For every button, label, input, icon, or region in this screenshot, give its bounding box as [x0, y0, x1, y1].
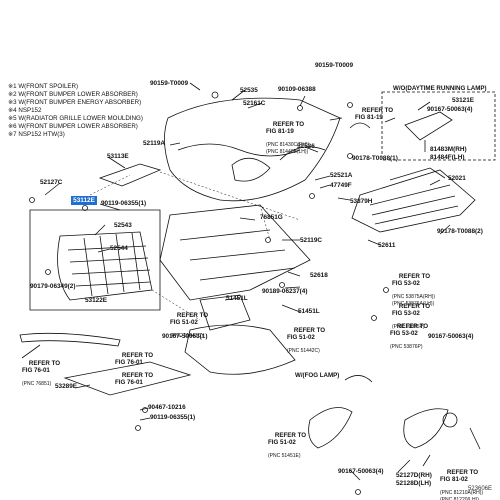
under-cover-shape — [159, 204, 311, 301]
part-label[interactable]: 53289E — [55, 383, 78, 390]
part-label[interactable]: 90467-10216 — [148, 404, 186, 411]
inset-caption: W/(FOG LAMP) — [295, 372, 340, 379]
part-label[interactable]: 52119C — [300, 237, 323, 244]
part-label[interactable]: 90189-06237(4) — [262, 288, 308, 295]
part-label[interactable]: 90179-06349(2) — [30, 283, 76, 290]
refer-callout[interactable]: REFER TO FIG 53-02 (PNC 53876P) — [390, 323, 429, 350]
part-label[interactable]: 51451L — [298, 308, 320, 315]
part-label[interactable]: 52521A — [330, 172, 353, 179]
refer-callout[interactable]: REFER TO FIG 81-19 (PNC 81430C(RH)) (PNC… — [266, 121, 310, 155]
part-label[interactable]: 90178-T0088(2) — [437, 228, 483, 235]
refer-callout[interactable]: REFER TO FIG 51-02 (PNC 51441C) — [170, 312, 209, 339]
highlighted-part-label[interactable]: 53112E — [71, 196, 97, 205]
part-label[interactable]: 90167-50063(4) — [427, 106, 473, 113]
upper-grille-shape — [98, 163, 162, 187]
part-label[interactable]: 53121E — [452, 97, 475, 104]
part-label[interactable]: 52127C — [40, 179, 63, 186]
energy-absorber-shape — [351, 169, 476, 233]
part-label[interactable]: 90119-06355(1) — [150, 414, 196, 421]
part-label[interactable]: 90109-06388 — [278, 86, 316, 93]
part-label[interactable]: 52618 — [310, 272, 328, 279]
legend-item: ※3 W(FRONT BUMPER ENERGY ABSORBER) — [8, 99, 142, 106]
part-label[interactable]: 52127D(RH) — [396, 472, 432, 479]
part-label[interactable]: 90178-T0088(1) — [352, 155, 398, 162]
part-label[interactable]: 53113E — [107, 153, 129, 160]
refer-callout[interactable]: REFER TO FIG 76-01 — [115, 352, 154, 366]
refer-callout[interactable]: REFER TO FIG 76-01 — [115, 372, 154, 386]
fog-bezel-right — [403, 408, 449, 449]
part-label[interactable]: 53879H — [350, 198, 373, 205]
part-label[interactable]: 90167-50063(4) — [428, 333, 474, 340]
refer-callout[interactable]: REFER TO FIG 53-02 (PNC 53875P) — [392, 303, 431, 330]
part-label[interactable]: 53122E — [85, 297, 108, 304]
bumper-cover-shape — [164, 97, 341, 202]
part-label[interactable]: 52161C — [243, 100, 266, 107]
lower-absorber-shape — [184, 324, 296, 375]
refer-callout[interactable]: REFER TO FIG 81-02 (PNC 81210A(RH)) (PNC… — [440, 469, 484, 500]
inset-caption: W/O(DAYTIME RUNNING LAMP) — [393, 85, 487, 92]
legend-item: ※2 W(FRONT BUMPER LOWER ABSORBER) — [8, 91, 138, 98]
legend-item: ※1 W(FRONT SPOILER) — [8, 83, 79, 90]
part-label[interactable]: 51451L — [226, 295, 248, 302]
part-label[interactable]: 81484F(LH) — [430, 154, 465, 161]
refer-callout[interactable]: REFER TO FIG 76-01 (PNC 76851) — [22, 360, 61, 387]
part-label[interactable]: 52021 — [448, 175, 466, 182]
part-label[interactable]: 52544 — [110, 245, 128, 252]
refer-callout[interactable]: REFER TO FIG 81-19 — [355, 107, 394, 121]
part-label[interactable]: 90159-T0009 — [315, 62, 354, 69]
part-label[interactable]: 52611 — [378, 242, 396, 249]
part-label[interactable]: 47749F — [330, 182, 352, 189]
lower-grille-shape — [57, 231, 153, 301]
part-label[interactable]: 90119-06355(1) — [101, 200, 147, 207]
part-label[interactable]: 52536 — [297, 143, 315, 150]
legend-item: ※7 NSP152 HTW(3) — [8, 131, 65, 138]
legend-item: ※6 W(FRONT BUMPER LOWER ABSORBER) — [8, 123, 138, 130]
refer-callout[interactable]: REFER TO FIG 51-02 (PNC 51451E) — [268, 432, 307, 459]
part-label[interactable]: 52119A — [143, 140, 166, 147]
part-label[interactable]: 52543 — [114, 222, 132, 229]
spoiler-strip-shape — [19, 332, 121, 347]
part-label[interactable]: 52128D(LH) — [396, 480, 432, 487]
refer-callout[interactable]: REFER TO FIG 51-02 (PNC 51442C) — [287, 327, 326, 354]
figure-code: 523606E — [467, 486, 492, 492]
legend-item: ※4 NSP152 — [8, 107, 42, 114]
lamp-inset-box — [381, 91, 496, 161]
part-label[interactable]: 90167-50063(4) — [338, 468, 384, 475]
lower-grille-box — [29, 209, 161, 311]
refer-callout[interactable]: REFER TO FIG 53-02 (PNC 53875A(RH)) (PNC… — [392, 273, 436, 307]
part-label[interactable]: 90159-T0009 — [150, 80, 189, 87]
fog-bezel-left — [308, 407, 353, 449]
part-label[interactable]: 52535 — [240, 87, 258, 94]
part-label[interactable]: 81483M(RH) — [430, 146, 467, 153]
legend-list: ※1 W(FRONT SPOILER) ※2 W(FRONT BUMPER LO… — [8, 83, 143, 139]
part-label[interactable]: 76851G — [260, 214, 283, 221]
legend-item: ※5 W(RADIATOR GRILLE LOWER MOULDING) — [8, 115, 143, 122]
part-label[interactable]: 90167-50063(1) — [162, 333, 208, 340]
